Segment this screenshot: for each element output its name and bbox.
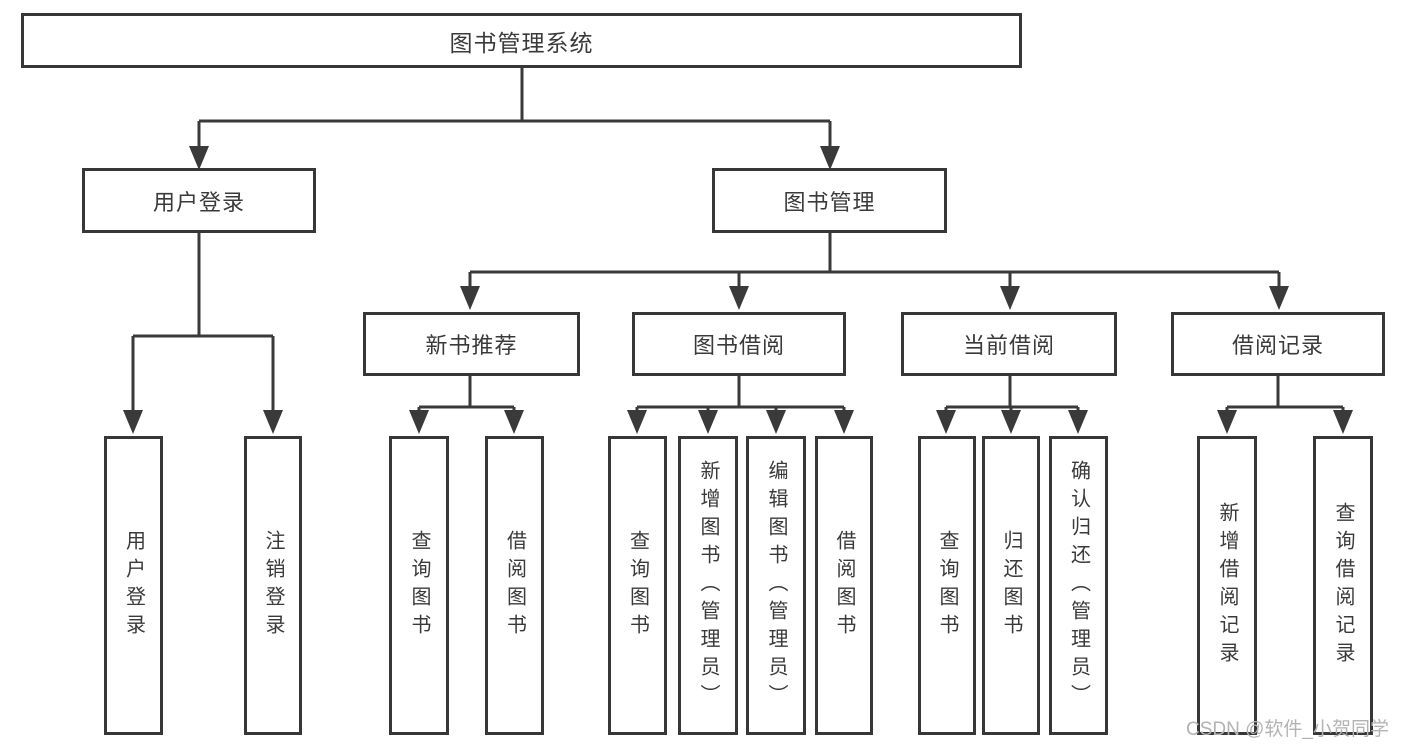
arrowhead-markers (123, 146, 1353, 434)
leaf-add-book-admin-label: 新增图书（管理员） (697, 459, 719, 712)
leaf-query-books-borrow-label: 查询图书 (626, 529, 649, 642)
leaf-borrow-books: 借阅图书 (815, 436, 873, 735)
leaf-logout-login: 注销登录 (244, 436, 302, 735)
leaf-query-books-current-label: 查询图书 (936, 529, 958, 642)
node-book-management: 图书管理 (712, 168, 947, 233)
node-current-borrow: 当前借阅 (901, 312, 1117, 376)
leaf-return-books-label: 归还图书 (1000, 529, 1022, 642)
leaf-query-borrow-record-label: 查询借阅记录 (1332, 501, 1354, 670)
leaf-borrow-books-newbook-label: 借阅图书 (503, 529, 526, 642)
leaf-borrow-books-newbook: 借阅图书 (485, 436, 544, 735)
leaf-confirm-return-admin-label: 确认归还（管理员） (1067, 459, 1090, 712)
csdn-watermark: CSDN @软件_小贺同学 (1186, 719, 1389, 740)
node-new-book-recommend: 新书推荐 (363, 312, 580, 376)
leaf-edit-book-admin-label: 编辑图书（管理员） (765, 459, 787, 712)
leaf-query-borrow-record: 查询借阅记录 (1313, 436, 1373, 735)
node-borrow-records: 借阅记录 (1171, 312, 1385, 376)
leaf-confirm-return-admin: 确认归还（管理员） (1049, 436, 1108, 735)
leaf-borrow-books-label: 借阅图书 (833, 529, 855, 642)
node-library-management-system: 图书管理系统 (21, 13, 1022, 68)
leaf-user-login-label: 用户登录 (122, 529, 145, 642)
node-user-login: 用户登录 (82, 168, 316, 233)
leaf-logout-login-label: 注销登录 (262, 529, 284, 642)
leaf-query-books-current: 查询图书 (918, 436, 976, 735)
leaf-add-borrow-record: 新增借阅记录 (1197, 436, 1257, 735)
leaf-user-login: 用户登录 (104, 436, 163, 735)
leaf-query-books-borrow: 查询图书 (608, 436, 667, 735)
leaf-edit-book-admin: 编辑图书（管理员） (746, 436, 806, 735)
leaf-query-books-newbook: 查询图书 (389, 436, 449, 735)
leaf-add-borrow-record-label: 新增借阅记录 (1216, 501, 1238, 670)
leaf-add-book-admin: 新增图书（管理员） (678, 436, 738, 735)
node-book-borrow: 图书借阅 (632, 312, 846, 376)
leaf-return-books: 归还图书 (982, 436, 1040, 735)
leaf-query-books-newbook-label: 查询图书 (408, 529, 430, 642)
